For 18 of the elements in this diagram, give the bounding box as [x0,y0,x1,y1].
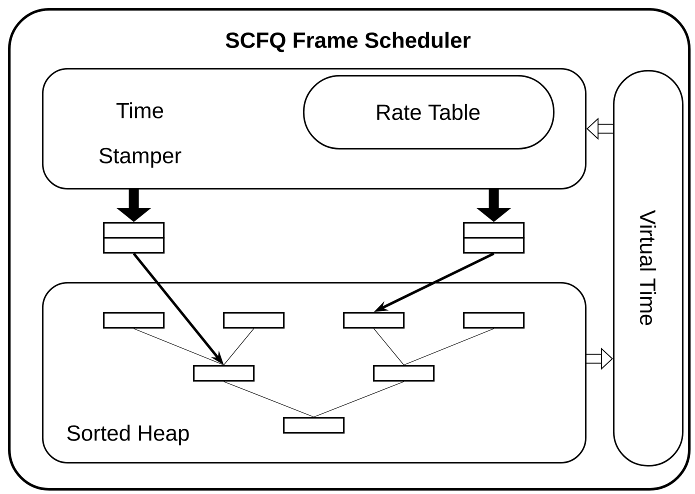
connector-line [374,328,404,366]
connector-line [224,381,314,418]
heap-slot-box [103,312,165,329]
connector-line [224,328,254,366]
connector-line [404,328,494,366]
heap-slot-box [463,312,525,329]
rounded-box: Virtual Time [613,70,684,466]
module-box: Sorted Heap [42,282,586,464]
connector-line [314,381,404,418]
queue-box [103,222,165,254]
connector-line [134,328,224,366]
queue-box [463,222,525,254]
heap-slot-box [193,365,255,382]
heap-slot-box [343,312,405,329]
rounded-box: Rate Table [303,75,554,150]
heap-slot-box [223,312,285,329]
heap-slot-box [283,417,345,434]
heap-slot-box [373,365,435,382]
